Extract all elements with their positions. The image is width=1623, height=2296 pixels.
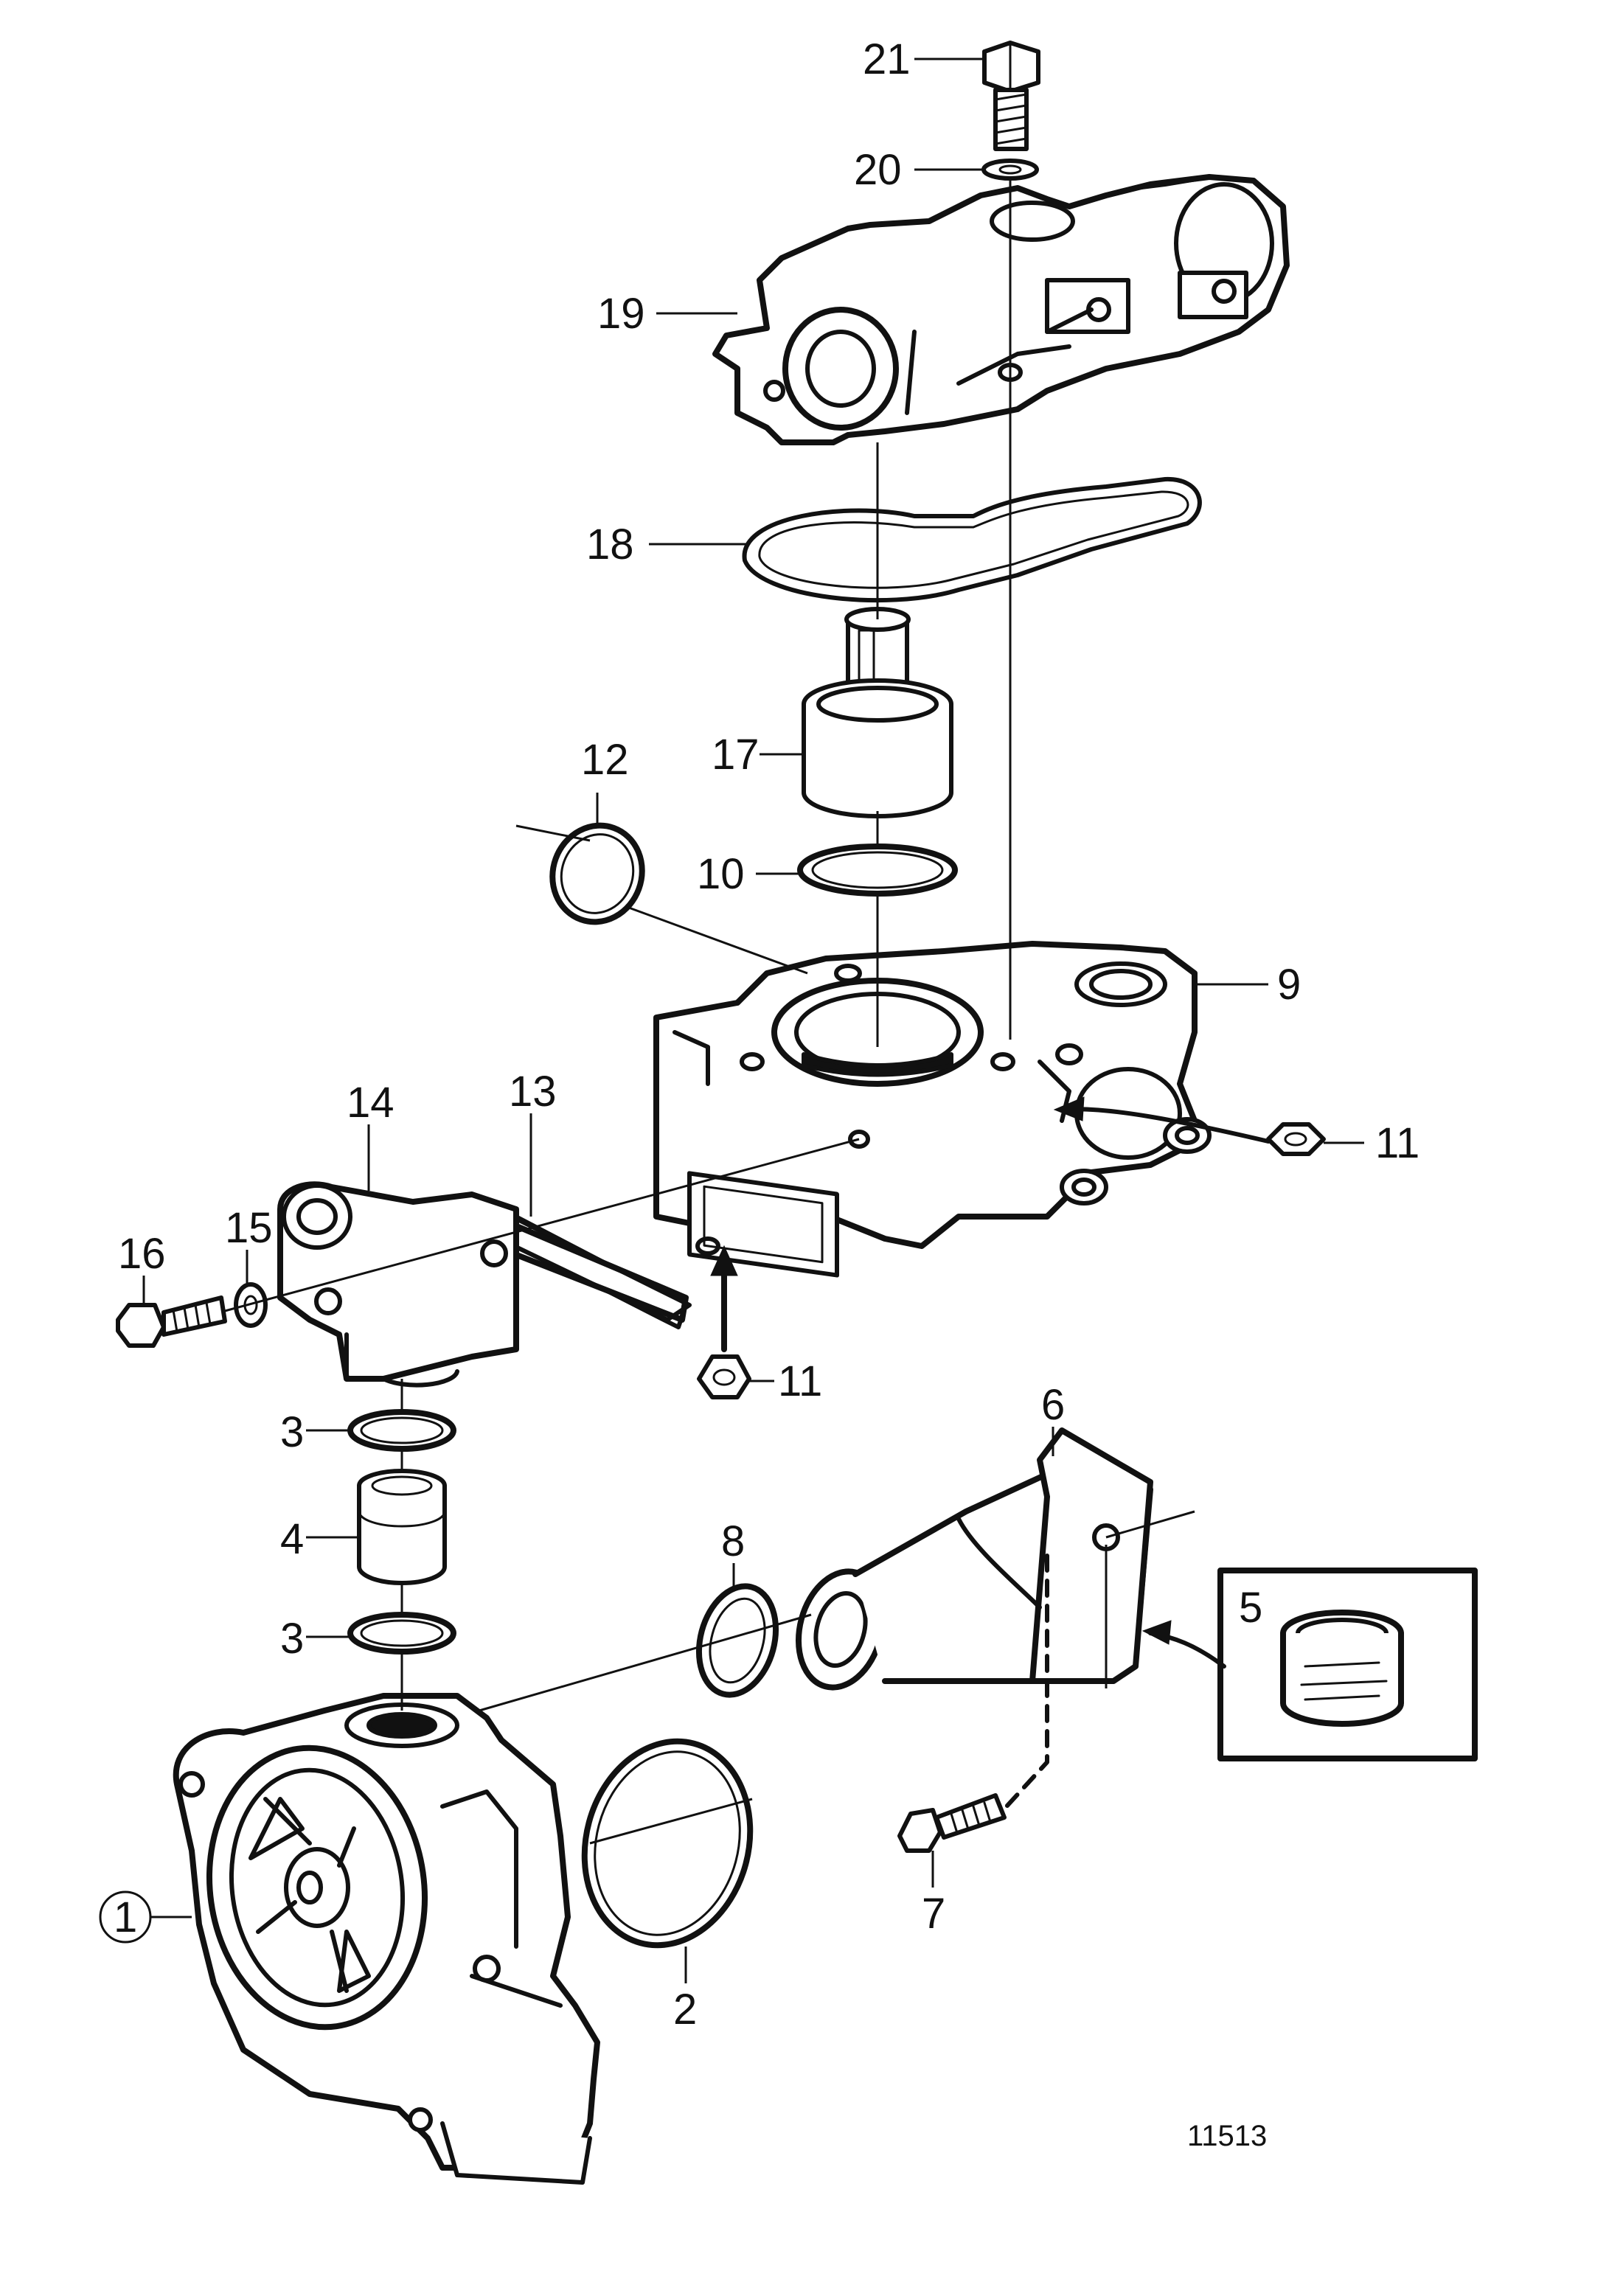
part-6-outlet-pipe (795, 1427, 1153, 1691)
callout-11-bottom: 11 (778, 1357, 822, 1405)
callout-4: 4 (280, 1515, 304, 1563)
callout-13: 13 (509, 1068, 557, 1116)
part-11-nut-bottom (697, 1354, 751, 1399)
part-12-o-ring (549, 822, 645, 925)
part-19-thermostat-cover (712, 174, 1290, 445)
callout-17: 17 (712, 731, 760, 779)
callout-11-right: 11 (1375, 1119, 1419, 1167)
callout-6: 6 (1041, 1381, 1065, 1429)
part-3-o-ring-lower (347, 1612, 456, 1655)
callout-14: 14 (347, 1079, 395, 1127)
callout-20: 20 (854, 146, 902, 194)
assembly-lines (224, 177, 1195, 1845)
part-1-pump-housing (173, 1693, 600, 2185)
callout-1: 1 (114, 1893, 137, 1941)
part-18-gasket (742, 476, 1202, 603)
part-5-inset-box (1217, 1568, 1478, 1761)
part-13-gasket (484, 1211, 692, 1329)
callout-10: 10 (697, 850, 745, 898)
part-20-washer (981, 159, 1039, 181)
callout-3-upper: 3 (280, 1408, 304, 1456)
part-17-thermostat (802, 607, 953, 818)
part-9-thermostat-housing (653, 941, 1212, 1278)
callout-21: 21 (863, 35, 911, 83)
part-3-o-ring-upper (347, 1409, 456, 1452)
part-8-seal (695, 1583, 779, 1698)
callout-3-lower: 3 (280, 1615, 304, 1663)
part-10-seal-ring (797, 843, 958, 897)
callout-12: 12 (581, 736, 629, 784)
callout-7: 7 (922, 1890, 945, 1938)
callout-labels: 21 20 19 18 17 12 10 9 11 11 13 14 15 16… (99, 35, 1419, 2152)
callout-16: 16 (118, 1230, 166, 1278)
callout-18: 18 (586, 521, 634, 568)
callout-5: 5 (1239, 1584, 1262, 1632)
callout-15: 15 (225, 1204, 273, 1252)
drawing-number: 11513 (1187, 2120, 1267, 2152)
part-5-pointer-arrow (1141, 1620, 1226, 1669)
nut-direction-arrows (710, 1096, 1271, 1352)
callout-9: 9 (1277, 961, 1301, 1009)
callout-1-circle (99, 1890, 152, 1944)
part-2-o-ring (581, 1738, 754, 1949)
callout-19: 19 (597, 290, 645, 338)
part-21-bolt (982, 41, 1040, 151)
callout-leaders (142, 58, 1364, 1983)
part-7-bolt (897, 1793, 1007, 1853)
part-11-nut-right (1266, 1122, 1326, 1156)
part-4-connector (357, 1469, 447, 1585)
callout-8: 8 (721, 1517, 745, 1565)
part-14-elbow-pipe (277, 1181, 519, 1388)
part-16-bolt (116, 1295, 227, 1348)
callout-2: 2 (673, 1986, 697, 2034)
